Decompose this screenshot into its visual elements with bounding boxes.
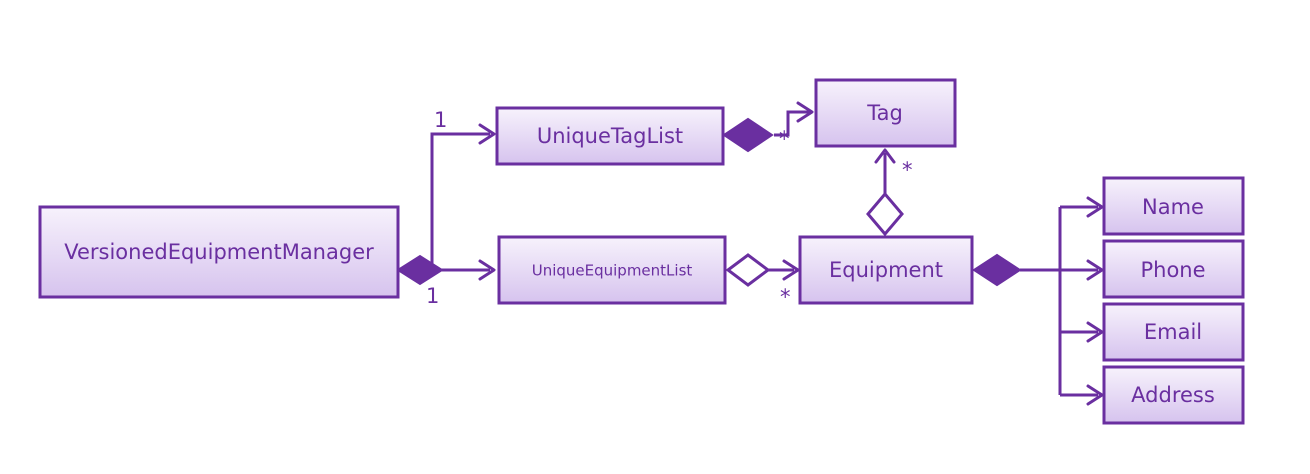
multiplicity-manager-equipmentlist: 1	[426, 284, 439, 308]
manager-taglist-association	[422, 123, 496, 272]
class-equipment: Equipment	[798, 235, 974, 305]
class-versioned-equipment-manager: VersionedEquipmentManager	[38, 205, 400, 299]
equipment-attributes-association	[1020, 196, 1104, 406]
multiplicity-manager-taglist: 1	[434, 108, 447, 132]
equipmentlist-equipment-association	[768, 259, 800, 281]
class-label: Tag	[866, 101, 903, 125]
manager-equipmentlist-association	[440, 259, 496, 281]
multiplicity-taglist-tag: *	[779, 127, 790, 151]
class-label: UniqueEquipmentList	[532, 262, 693, 280]
class-email: Email	[1102, 302, 1245, 362]
taglist-tag-association	[774, 101, 814, 137]
class-label: Phone	[1140, 258, 1205, 282]
taglist-composition-diamond	[722, 117, 774, 153]
class-label: Email	[1144, 320, 1202, 344]
multiplicity-equipment-tag: *	[902, 158, 913, 182]
manager-composition-diamond	[396, 254, 444, 286]
class-tag: Tag	[814, 78, 957, 148]
class-phone: Phone	[1102, 239, 1245, 299]
class-label: Name	[1142, 195, 1204, 219]
class-unique-tag-list: UniqueTagList	[495, 106, 725, 166]
class-label: Address	[1131, 383, 1215, 407]
equipmentlist-aggregation-diamond	[725, 253, 771, 287]
class-unique-equipment-list: UniqueEquipmentList	[497, 235, 727, 305]
equipment-aggregation-diamond	[866, 191, 904, 237]
class-label: Equipment	[829, 258, 943, 282]
multiplicity-equipmentlist-equipment: *	[780, 285, 791, 309]
class-name: Name	[1102, 176, 1245, 236]
class-address: Address	[1102, 365, 1245, 425]
equipment-composition-diamond	[972, 253, 1022, 287]
class-label: UniqueTagList	[537, 124, 683, 148]
class-label: VersionedEquipmentManager	[64, 240, 374, 264]
equipment-tag-association	[874, 148, 896, 195]
